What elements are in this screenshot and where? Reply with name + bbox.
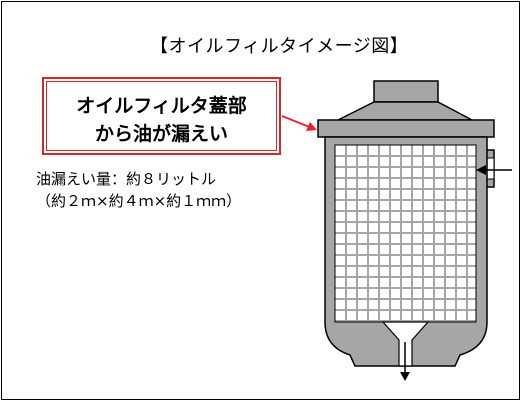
callout-inner-border <box>46 81 277 151</box>
filter-mesh <box>334 144 477 323</box>
leak-pointer-arrowhead <box>306 122 317 131</box>
outlet-arrowhead <box>400 372 410 381</box>
filter-top-cap <box>373 80 439 103</box>
filter-upper-cone <box>337 101 473 121</box>
inlet-arrowhead <box>476 165 486 175</box>
diagram-title: 【オイルフィルタイメージ図】 <box>150 36 409 57</box>
leak-pointer-arrow <box>281 115 313 129</box>
filter-lid <box>317 119 495 138</box>
leak-callout-box: オイルフィルタ蓋部 から油が漏えい <box>42 77 281 155</box>
callout-line-1: オイルフィルタ蓋部 <box>76 95 247 117</box>
leak-amount-label: 油漏えい量：約８リットル <box>36 170 217 188</box>
callout-line-2: から油が漏えい <box>94 123 228 145</box>
leak-dimensions-label: （約２ｍ×約４ｍ×約１ｍｍ） <box>36 192 242 210</box>
